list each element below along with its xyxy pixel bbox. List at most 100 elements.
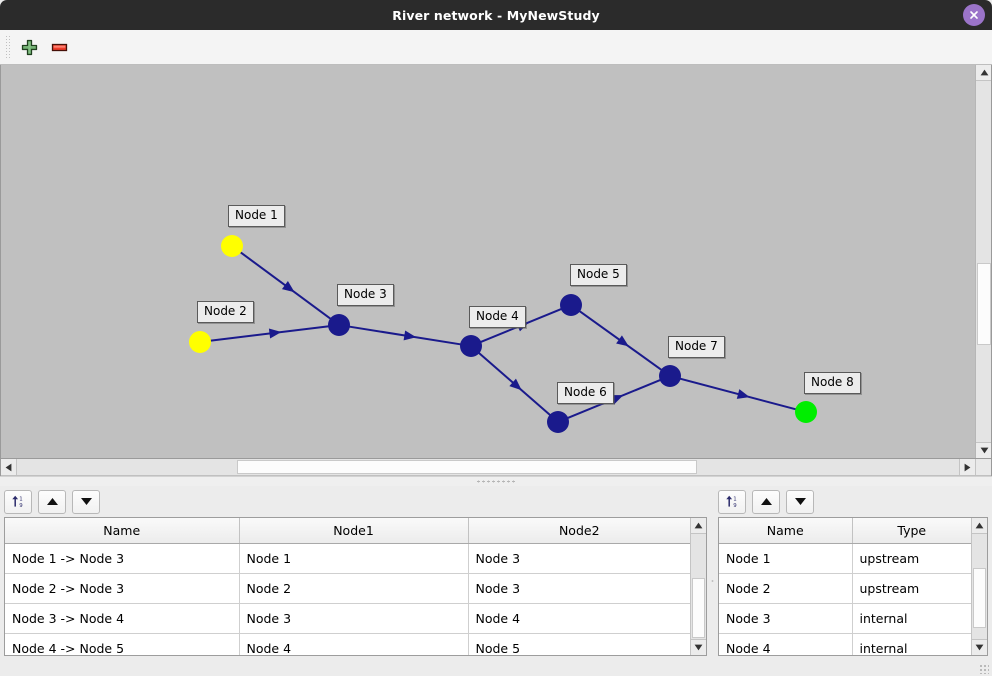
reach-scroll-thumb[interactable]: [692, 578, 705, 638]
scroll-left-button[interactable]: [1, 459, 17, 475]
splitter-grip: [476, 480, 516, 483]
vertical-splitter[interactable]: [711, 486, 714, 676]
table-cell[interactable]: internal: [852, 633, 971, 655]
node-table-scrollbar[interactable]: [971, 518, 987, 655]
edge-Node7-Node8[interactable]: [679, 377, 797, 411]
table-cell[interactable]: Node 3 -> Node 4: [5, 603, 240, 634]
table-cell[interactable]: Node 3: [719, 603, 853, 634]
table-cell[interactable]: Node 1 -> Node 3: [5, 543, 240, 574]
network-graph[interactable]: [1, 65, 976, 458]
graph-node-label-node2[interactable]: Node 2: [197, 301, 254, 323]
graph-node-node6[interactable]: [547, 411, 569, 433]
table-cell[interactable]: upstream: [852, 543, 971, 574]
delete-node-button[interactable]: [44, 33, 74, 61]
scroll-up-button[interactable]: [976, 65, 991, 81]
add-node-button[interactable]: [14, 33, 44, 61]
table-cell[interactable]: Node 5: [468, 633, 690, 655]
edge-arrow-icon: [616, 335, 629, 347]
plus-icon: [21, 39, 37, 55]
node-scroll-thumb[interactable]: [973, 568, 986, 628]
table-cell[interactable]: Node 4: [468, 603, 690, 634]
title-bar: River network - MyNewStudy: [0, 0, 992, 30]
reach-scroll-down-button[interactable]: [691, 639, 706, 655]
reach-pane: 1 9: [0, 486, 711, 676]
graph-node-label-node4[interactable]: Node 4: [469, 306, 526, 328]
graph-node-label-node6[interactable]: Node 6: [557, 382, 614, 404]
edge-arrow-icon: [736, 389, 750, 399]
table-cell[interactable]: Node 2: [239, 573, 469, 604]
node-move-down-button[interactable]: [786, 489, 814, 514]
graph-node-label-node3[interactable]: Node 3: [337, 284, 394, 306]
graph-node-node4[interactable]: [460, 335, 482, 357]
table-cell[interactable]: Node 3: [468, 573, 690, 604]
graph-node-node8[interactable]: [795, 401, 817, 423]
canvas-vertical-scroll-thumb[interactable]: [977, 263, 991, 345]
node-pane: 1 9: [714, 486, 992, 676]
table-cell[interactable]: Node 3: [468, 543, 690, 574]
resize-grip[interactable]: [979, 664, 989, 674]
horizontal-splitter[interactable]: [0, 476, 992, 486]
column-header-name[interactable]: Name: [719, 518, 853, 544]
graph-node-label-node8[interactable]: Node 8: [804, 372, 861, 394]
table-cell[interactable]: Node 1: [239, 543, 469, 574]
network-canvas[interactable]: Node 1 Node 2 Node 3 Node 4 Node 5 Node 6 Node…: [0, 65, 992, 458]
column-header-name[interactable]: Name: [5, 518, 240, 544]
node-toolbar: 1 9: [714, 486, 992, 517]
node-move-up-button[interactable]: [752, 489, 780, 514]
minus-icon: [51, 43, 67, 51]
triangle-up-icon: [760, 498, 772, 505]
table-cell[interactable]: Node 3: [239, 603, 469, 634]
reach-move-down-button[interactable]: [72, 489, 100, 514]
graph-node-label-node5[interactable]: Node 5: [570, 264, 627, 286]
node-scroll-up-button[interactable]: [972, 518, 987, 534]
triangle-right-icon: [964, 463, 971, 471]
table-cell[interactable]: Node 4: [719, 633, 853, 655]
graph-node-label-node7[interactable]: Node 7: [668, 336, 725, 358]
edge-Node2-Node3[interactable]: [209, 325, 330, 342]
graph-node-node7[interactable]: [659, 365, 681, 387]
close-button[interactable]: [963, 4, 985, 26]
triangle-left-icon: [5, 463, 12, 471]
node-scroll-down-button[interactable]: [972, 639, 987, 655]
column-header-node2[interactable]: Node2: [468, 518, 690, 544]
column-header-type[interactable]: Type: [852, 518, 971, 544]
table-cell[interactable]: Node 4 -> Node 5: [5, 633, 240, 655]
toolbar-grip[interactable]: [4, 36, 11, 58]
reach-table-scrollbar[interactable]: [690, 518, 706, 655]
node-sort-button[interactable]: 1 9: [718, 489, 746, 514]
canvas-horizontal-scrollbar[interactable]: [1, 459, 975, 475]
canvas-horizontal-scroll-thumb[interactable]: [237, 460, 697, 474]
reach-sort-button[interactable]: 1 9: [4, 489, 32, 514]
table-cell[interactable]: Node 2: [719, 573, 853, 604]
triangle-up-icon: [975, 522, 984, 529]
scroll-right-button[interactable]: [959, 459, 975, 475]
table-cell[interactable]: internal: [852, 603, 971, 634]
table-cell[interactable]: Node 2 -> Node 3: [5, 573, 240, 604]
graph-node-label-node1[interactable]: Node 1: [228, 205, 285, 227]
graph-node-node3[interactable]: [328, 314, 350, 336]
column-header-node1[interactable]: Node1: [239, 518, 469, 544]
reach-move-up-button[interactable]: [38, 489, 66, 514]
graph-node-node1[interactable]: [221, 235, 243, 257]
canvas-vertical-scrollbar[interactable]: [975, 65, 991, 458]
table-cell[interactable]: Node 4: [239, 633, 469, 655]
table-cell[interactable]: upstream: [852, 573, 971, 604]
graph-node-node5[interactable]: [560, 294, 582, 316]
reach-scroll-up-button[interactable]: [691, 518, 706, 534]
graph-node-node2[interactable]: [189, 331, 211, 353]
scroll-down-button[interactable]: [976, 442, 991, 458]
table-cell[interactable]: Node 1: [719, 543, 853, 574]
